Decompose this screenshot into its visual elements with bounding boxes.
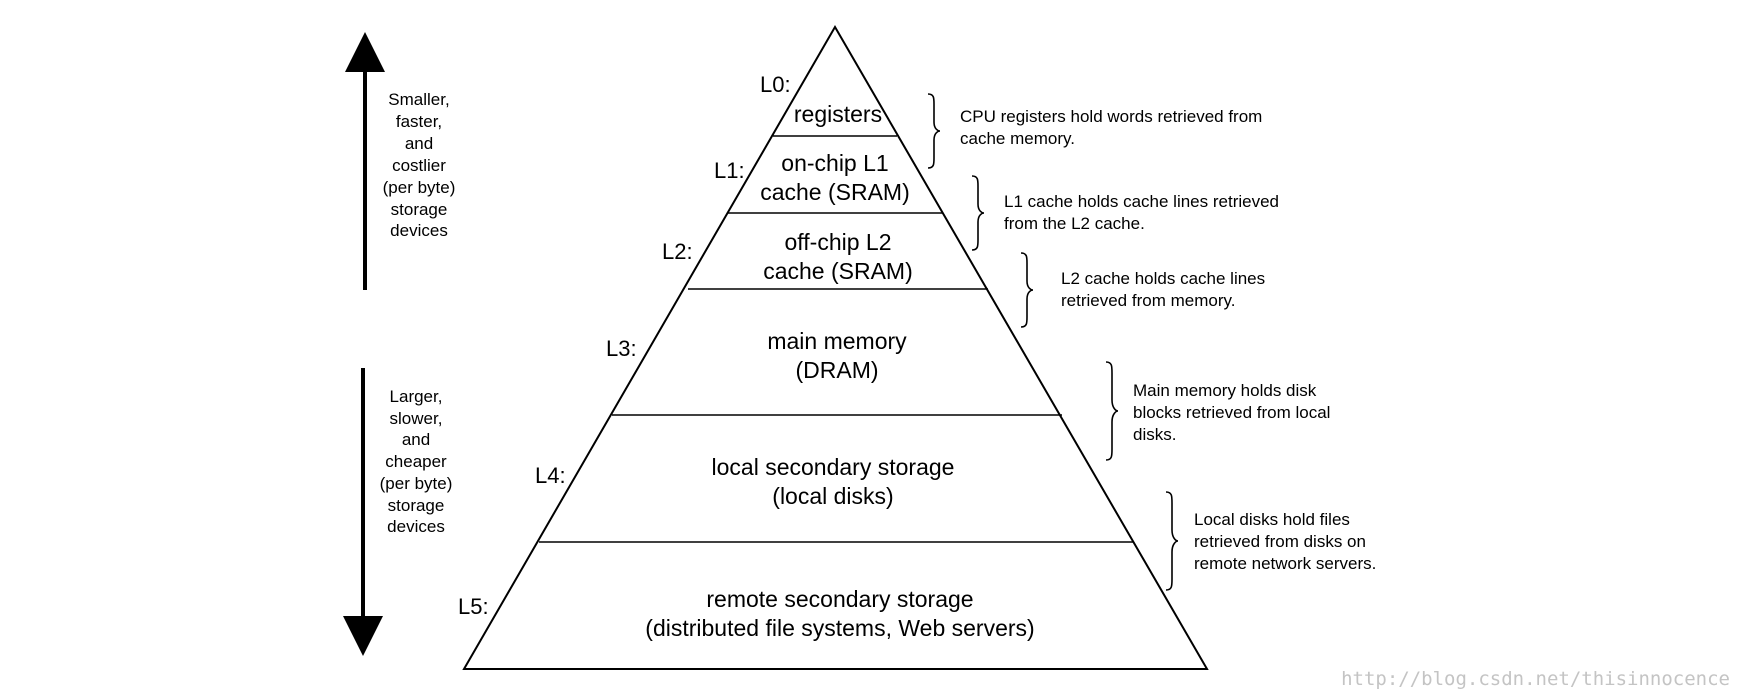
level-l0: L0: registers (760, 72, 882, 127)
level-l1: L1: on-chip L1 cache (SRAM) (714, 150, 910, 205)
side-line: (per byte) (380, 474, 453, 493)
level-label: L2: (662, 239, 693, 264)
note-l2: L2 cache holds cache lines retrieved fro… (1061, 269, 1265, 310)
side-line: Larger, (390, 387, 443, 406)
level-name: main memory (767, 328, 907, 354)
note-l4: Local disks hold files retrieved from di… (1194, 510, 1376, 573)
note-line: from the L2 cache. (1004, 214, 1145, 233)
level-label: L4: (535, 463, 566, 488)
level-l3: L3: main memory (DRAM) (606, 328, 907, 383)
watermark-url: http://blog.csdn.net/thisinnocence (1341, 668, 1730, 690)
note-line: L1 cache holds cache lines retrieved (1004, 192, 1279, 211)
note-line: Local disks hold files (1194, 510, 1350, 529)
note-l0: CPU registers hold words retrieved from … (960, 107, 1262, 148)
level-name: (distributed file systems, Web servers) (645, 615, 1034, 641)
side-line: storage (391, 200, 448, 219)
level-label: L3: (606, 336, 637, 361)
level-name: on-chip L1 (781, 150, 888, 176)
level-name: cache (SRAM) (763, 258, 913, 284)
note-line: blocks retrieved from local (1133, 403, 1330, 422)
level-l4: L4: local secondary storage (local disks… (535, 454, 954, 509)
level-name: registers (794, 101, 882, 127)
note-line: L2 cache holds cache lines (1061, 269, 1265, 288)
note-line: retrieved from memory. (1061, 291, 1235, 310)
level-name: cache (SRAM) (760, 179, 910, 205)
side-line: devices (390, 221, 448, 240)
level-name: (local disks) (772, 483, 893, 509)
side-line: and (402, 430, 430, 449)
level-l2: L2: off-chip L2 cache (SRAM) (662, 229, 913, 284)
level-l5: L5: remote secondary storage (distribute… (458, 586, 1035, 641)
brace-l3-icon (1105, 361, 1119, 461)
note-l1: L1 cache holds cache lines retrieved fro… (1004, 192, 1279, 233)
level-name: (DRAM) (795, 357, 878, 383)
brace-l0-icon (927, 93, 941, 169)
braces (927, 93, 1179, 591)
larger-slower-description: Larger, slower, and cheaper (per byte) s… (380, 387, 453, 536)
note-line: Main memory holds disk (1133, 381, 1317, 400)
level-name: off-chip L2 (785, 229, 892, 255)
note-line: cache memory. (960, 129, 1075, 148)
side-line: (per byte) (383, 178, 456, 197)
side-line: Smaller, (388, 90, 449, 109)
level-label: L0: (760, 72, 791, 97)
pyramid-outline (462, 25, 1209, 670)
note-line: remote network servers. (1194, 554, 1376, 573)
note-line: retrieved from disks on (1194, 532, 1366, 551)
brace-l2-icon (1020, 252, 1034, 328)
level-name: local secondary storage (712, 454, 955, 480)
side-line: faster, (396, 112, 442, 131)
side-line: costlier (392, 156, 446, 175)
smaller-faster-description: Smaller, faster, and costlier (per byte)… (383, 90, 456, 240)
side-line: storage (388, 496, 445, 515)
level-name: remote secondary storage (706, 586, 973, 612)
level-dividers (539, 135, 1134, 543)
brace-l4-icon (1165, 491, 1179, 591)
level-label: L1: (714, 158, 745, 183)
note-line: CPU registers hold words retrieved from (960, 107, 1262, 126)
note-line: disks. (1133, 425, 1176, 444)
level-label: L5: (458, 594, 489, 619)
brace-l1-icon (971, 175, 985, 251)
side-line: slower, (390, 409, 443, 428)
side-line: and (405, 134, 433, 153)
side-line: devices (387, 517, 445, 536)
side-line: cheaper (385, 452, 447, 471)
note-l3: Main memory holds disk blocks retrieved … (1133, 381, 1330, 444)
